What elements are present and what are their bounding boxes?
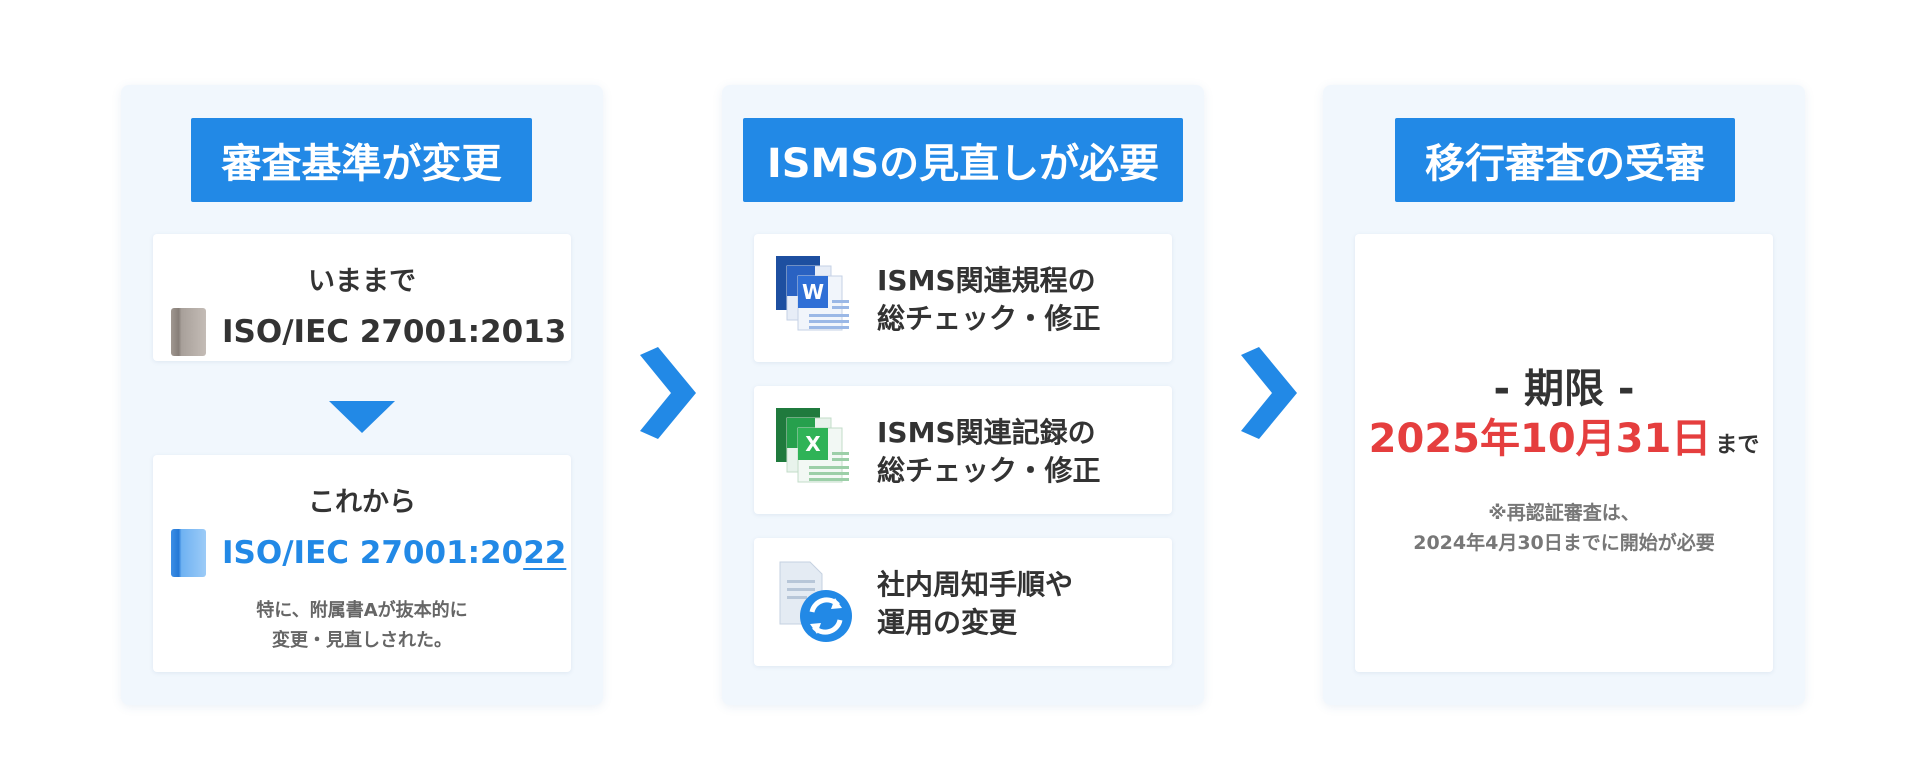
task-label-line2: 総チェック・修正 <box>877 302 1101 335</box>
task-card-procedures: 社内周知手順や 運用の変更 <box>754 538 1172 666</box>
change-note: 特に、附属書Aが抜本的に 変更・見直しされた。 <box>153 596 571 656</box>
change-note-line1: 特に、附属書Aが抜本的に <box>256 600 468 621</box>
chevron-right-icon <box>1241 347 1297 439</box>
svg-text:X: X <box>805 432 821 456</box>
step-title: ISMSの見直しが必要 <box>743 118 1183 202</box>
down-arrow-icon <box>329 401 395 433</box>
excel-spreadsheets-icon: X <box>776 408 849 483</box>
after-standard-row: ISO/IEC 27001:2022 <box>171 529 566 577</box>
before-standard-row: ISO/IEC 27001:2013 <box>171 308 566 356</box>
deadline-card: - 期限 - 2025年10月31日まで ※再認証審査は、 2024年4月30日… <box>1355 234 1773 672</box>
task-label-line2: 運用の変更 <box>877 606 1018 639</box>
after-heading: これから <box>308 487 416 518</box>
step-title: 移行審査の受審 <box>1395 118 1735 202</box>
new-standard-label: ISO/IEC 27001:2022 <box>222 535 566 571</box>
task-label-line1: ISMS関連規程の <box>877 264 1096 297</box>
step-panel-standard-change: 審査基準が変更 いままで ISO/IEC 27001:2013 これから ISO… <box>121 85 603 705</box>
task-label: 社内周知手順や 運用の変更 <box>877 566 1073 642</box>
task-label-line1: ISMS関連記録の <box>877 416 1096 449</box>
after-standard-card: これから ISO/IEC 27001:2022 特に、附属書Aが抜本的に 変更・… <box>153 455 571 672</box>
deadline-label: - 期限 - <box>1493 366 1635 412</box>
blue-book-icon <box>171 529 206 577</box>
task-label: ISMS関連記録の 総チェック・修正 <box>877 414 1100 490</box>
task-label-line2: 総チェック・修正 <box>877 454 1101 487</box>
before-standard-card: いままで ISO/IEC 27001:2013 <box>153 234 571 361</box>
svg-text:W: W <box>802 280 824 304</box>
recertification-note-line1: ※再認証審査は、 <box>1488 502 1640 524</box>
step-panel-isms-review: ISMSの見直しが必要 W ISMS関連規程の 総チェック・修正 <box>722 85 1204 705</box>
deadline-date: 2025年10月31日 <box>1368 416 1712 462</box>
change-note-line2: 変更・見直しされた。 <box>272 630 452 651</box>
recertification-note-line2: 2024年4月30日までに開始が必要 <box>1413 532 1715 554</box>
deadline-suffix: まで <box>1715 433 1760 458</box>
step-title: 審査基準が変更 <box>191 118 532 202</box>
chevron-right-icon <box>640 347 696 439</box>
new-standard-year-tail: 22 <box>523 535 567 571</box>
task-label: ISMS関連規程の 総チェック・修正 <box>877 262 1100 338</box>
deadline-date-row: 2025年10月31日まで <box>1355 406 1773 464</box>
recertification-note: ※再認証審査は、 2024年4月30日までに開始が必要 <box>1355 498 1773 558</box>
step-panel-transition-audit: 移行審査の受審 - 期限 - 2025年10月31日まで ※再認証審査は、 20… <box>1323 85 1805 705</box>
task-card-regulations: W ISMS関連規程の 総チェック・修正 <box>754 234 1172 362</box>
word-documents-icon: W <box>776 256 849 331</box>
gray-book-icon <box>171 308 206 356</box>
old-standard-label: ISO/IEC 27001:2013 <box>222 314 567 350</box>
before-heading: いままで <box>308 266 416 297</box>
task-label-line1: 社内周知手順や <box>877 568 1074 601</box>
document-refresh-icon <box>779 561 852 642</box>
new-standard-main: ISO/IEC 27001:20 <box>222 535 524 571</box>
task-card-records: X ISMS関連記録の 総チェック・修正 <box>754 386 1172 514</box>
